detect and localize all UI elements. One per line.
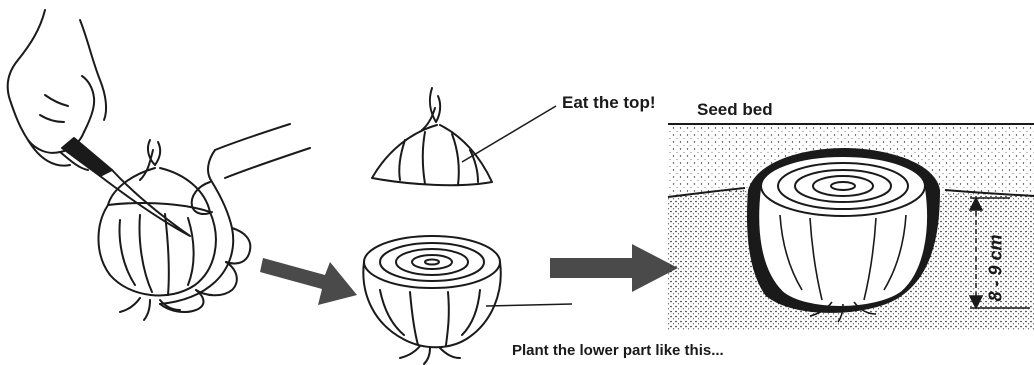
- plant-lower-leader-line: [486, 304, 572, 306]
- onion-bulb-icon: [363, 236, 500, 364]
- eat-top-leader-line: [462, 106, 556, 162]
- seed-bed-label: Seed bed: [697, 100, 773, 120]
- onion-top-icon: [372, 88, 492, 185]
- planting-depth-label: 8 - 9 cm: [986, 234, 1007, 301]
- hand-with-knife-icon: [8, 10, 190, 236]
- plant-lower-part-label: Plant the lower part like this...: [512, 342, 724, 359]
- arrow-right-icon: [550, 244, 678, 292]
- eat-top-label: Eat the top!: [562, 93, 656, 113]
- soil-cross-section-icon: [668, 124, 1034, 330]
- holding-hand-icon: [160, 124, 310, 312]
- arrow-right-icon: [260, 258, 357, 305]
